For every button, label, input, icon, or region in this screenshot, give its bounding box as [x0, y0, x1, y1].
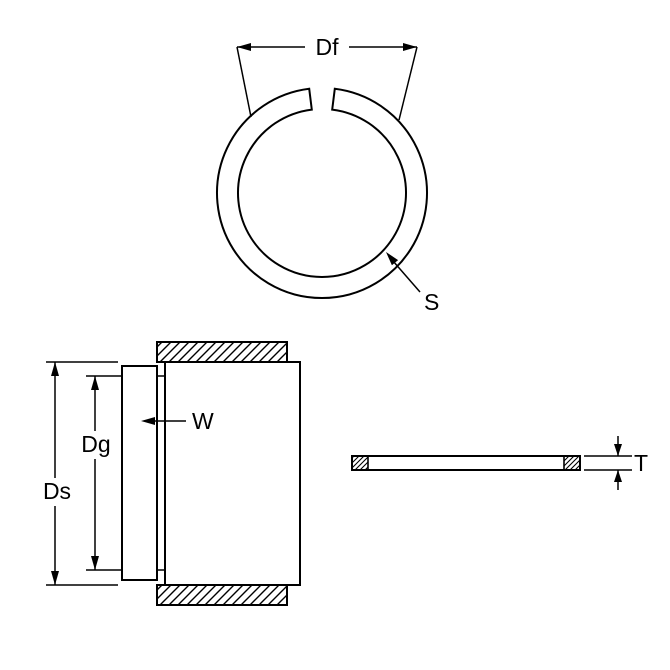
ring-section-bar — [351, 455, 581, 471]
ds-label: Ds — [43, 478, 71, 504]
df-arrowhead-left — [237, 43, 251, 51]
ds-arrowhead-top — [51, 362, 59, 376]
ring-section-cut-right — [563, 455, 581, 471]
shaft-body — [164, 361, 301, 586]
hatched-section-bottom — [156, 584, 288, 606]
ds-label-background — [36, 478, 78, 506]
dg-arrowhead-bottom — [91, 556, 99, 570]
t-dimension: T — [584, 436, 648, 490]
dg-arrowhead-top — [91, 376, 99, 390]
s-arrowhead — [386, 252, 399, 266]
ring-front-view — [216, 87, 428, 299]
dg-label-background — [74, 431, 118, 459]
ring-section-cut-left — [351, 455, 369, 471]
df-extension-line-right — [398, 46, 418, 121]
df-arrowhead-right — [403, 43, 417, 51]
snap-ring-side-view — [121, 365, 158, 581]
s-leader: S — [386, 252, 439, 315]
w-label: W — [192, 408, 214, 434]
w-arrowhead — [141, 417, 155, 425]
dg-dimension: Dg — [74, 375, 122, 571]
t-arrowhead-top — [614, 444, 622, 456]
t-arrowhead-bottom — [614, 470, 622, 482]
dg-label: Dg — [81, 431, 110, 457]
ds-arrowhead-bottom — [51, 571, 59, 585]
ring-cross-section-view — [351, 455, 581, 471]
s-label: S — [424, 289, 439, 315]
df-dimension: Df — [236, 34, 418, 121]
snap-ring-shape — [216, 87, 428, 299]
df-label-background — [305, 34, 349, 60]
hatched-section-top — [156, 341, 288, 363]
ds-dimension: Ds — [36, 361, 118, 586]
df-extension-line-left — [236, 46, 252, 118]
df-label: Df — [316, 34, 340, 60]
w-leader: W — [141, 408, 214, 434]
s-leader-line — [392, 260, 421, 293]
assembly-side-view — [121, 341, 301, 606]
t-label: T — [634, 450, 648, 476]
